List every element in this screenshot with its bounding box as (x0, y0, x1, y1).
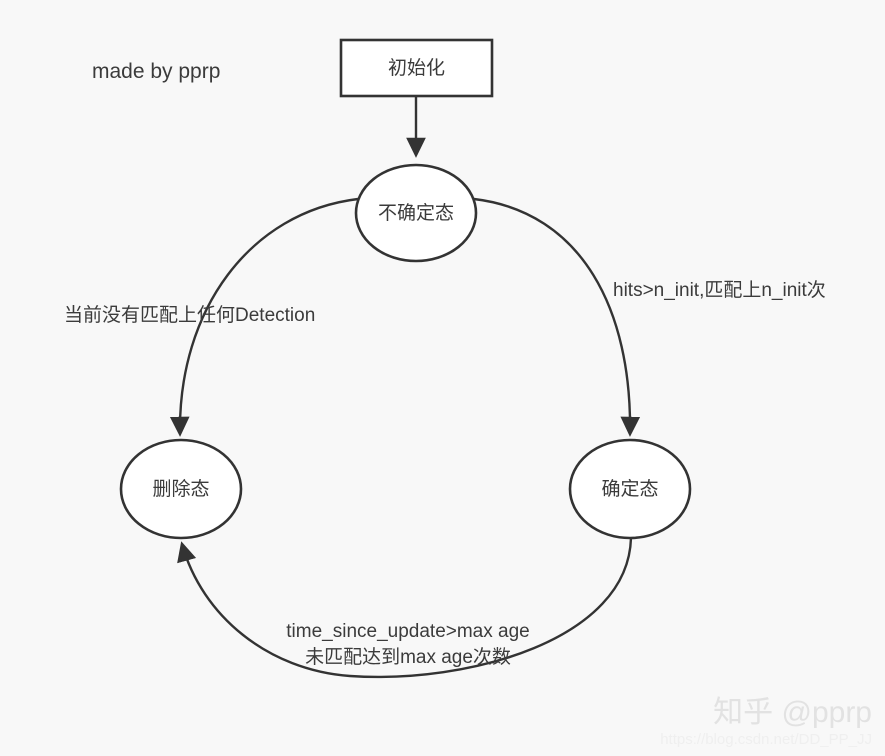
edge-label-tentative-to-confirmed: hits>n_init,匹配上n_init次 (613, 279, 826, 301)
node-deleted-label: 删除态 (152, 478, 209, 500)
watermark-brand: 知乎 @pprp (713, 696, 872, 729)
watermark-url: https://blog.csdn.net/DD_PP_JJ (660, 731, 872, 748)
node-start-label: 初始化 (388, 57, 445, 79)
node-start[interactable] (339, 38, 494, 98)
edge-tentative-to-confirmed (473, 197, 641, 437)
credit-text: made by pprp (92, 60, 220, 83)
node-tentative-label: 不确定态 (378, 202, 454, 224)
node-deleted[interactable] (119, 438, 243, 540)
node-confirmed-label: 确定态 (601, 478, 658, 500)
edge-label-confirmed-to-deleted-line1: time_since_update>max age (286, 621, 529, 642)
edge-label-confirmed-to-deleted-line2: 未匹配达到max age次数 (305, 646, 511, 668)
edge-label-tentative-to-deleted: 当前没有匹配上任何Detection (64, 304, 315, 326)
edge-confirmed-to-deleted (177, 537, 633, 679)
edge-tentative-to-deleted (169, 197, 359, 437)
node-confirmed[interactable] (568, 438, 692, 540)
node-tentative[interactable] (354, 163, 478, 263)
